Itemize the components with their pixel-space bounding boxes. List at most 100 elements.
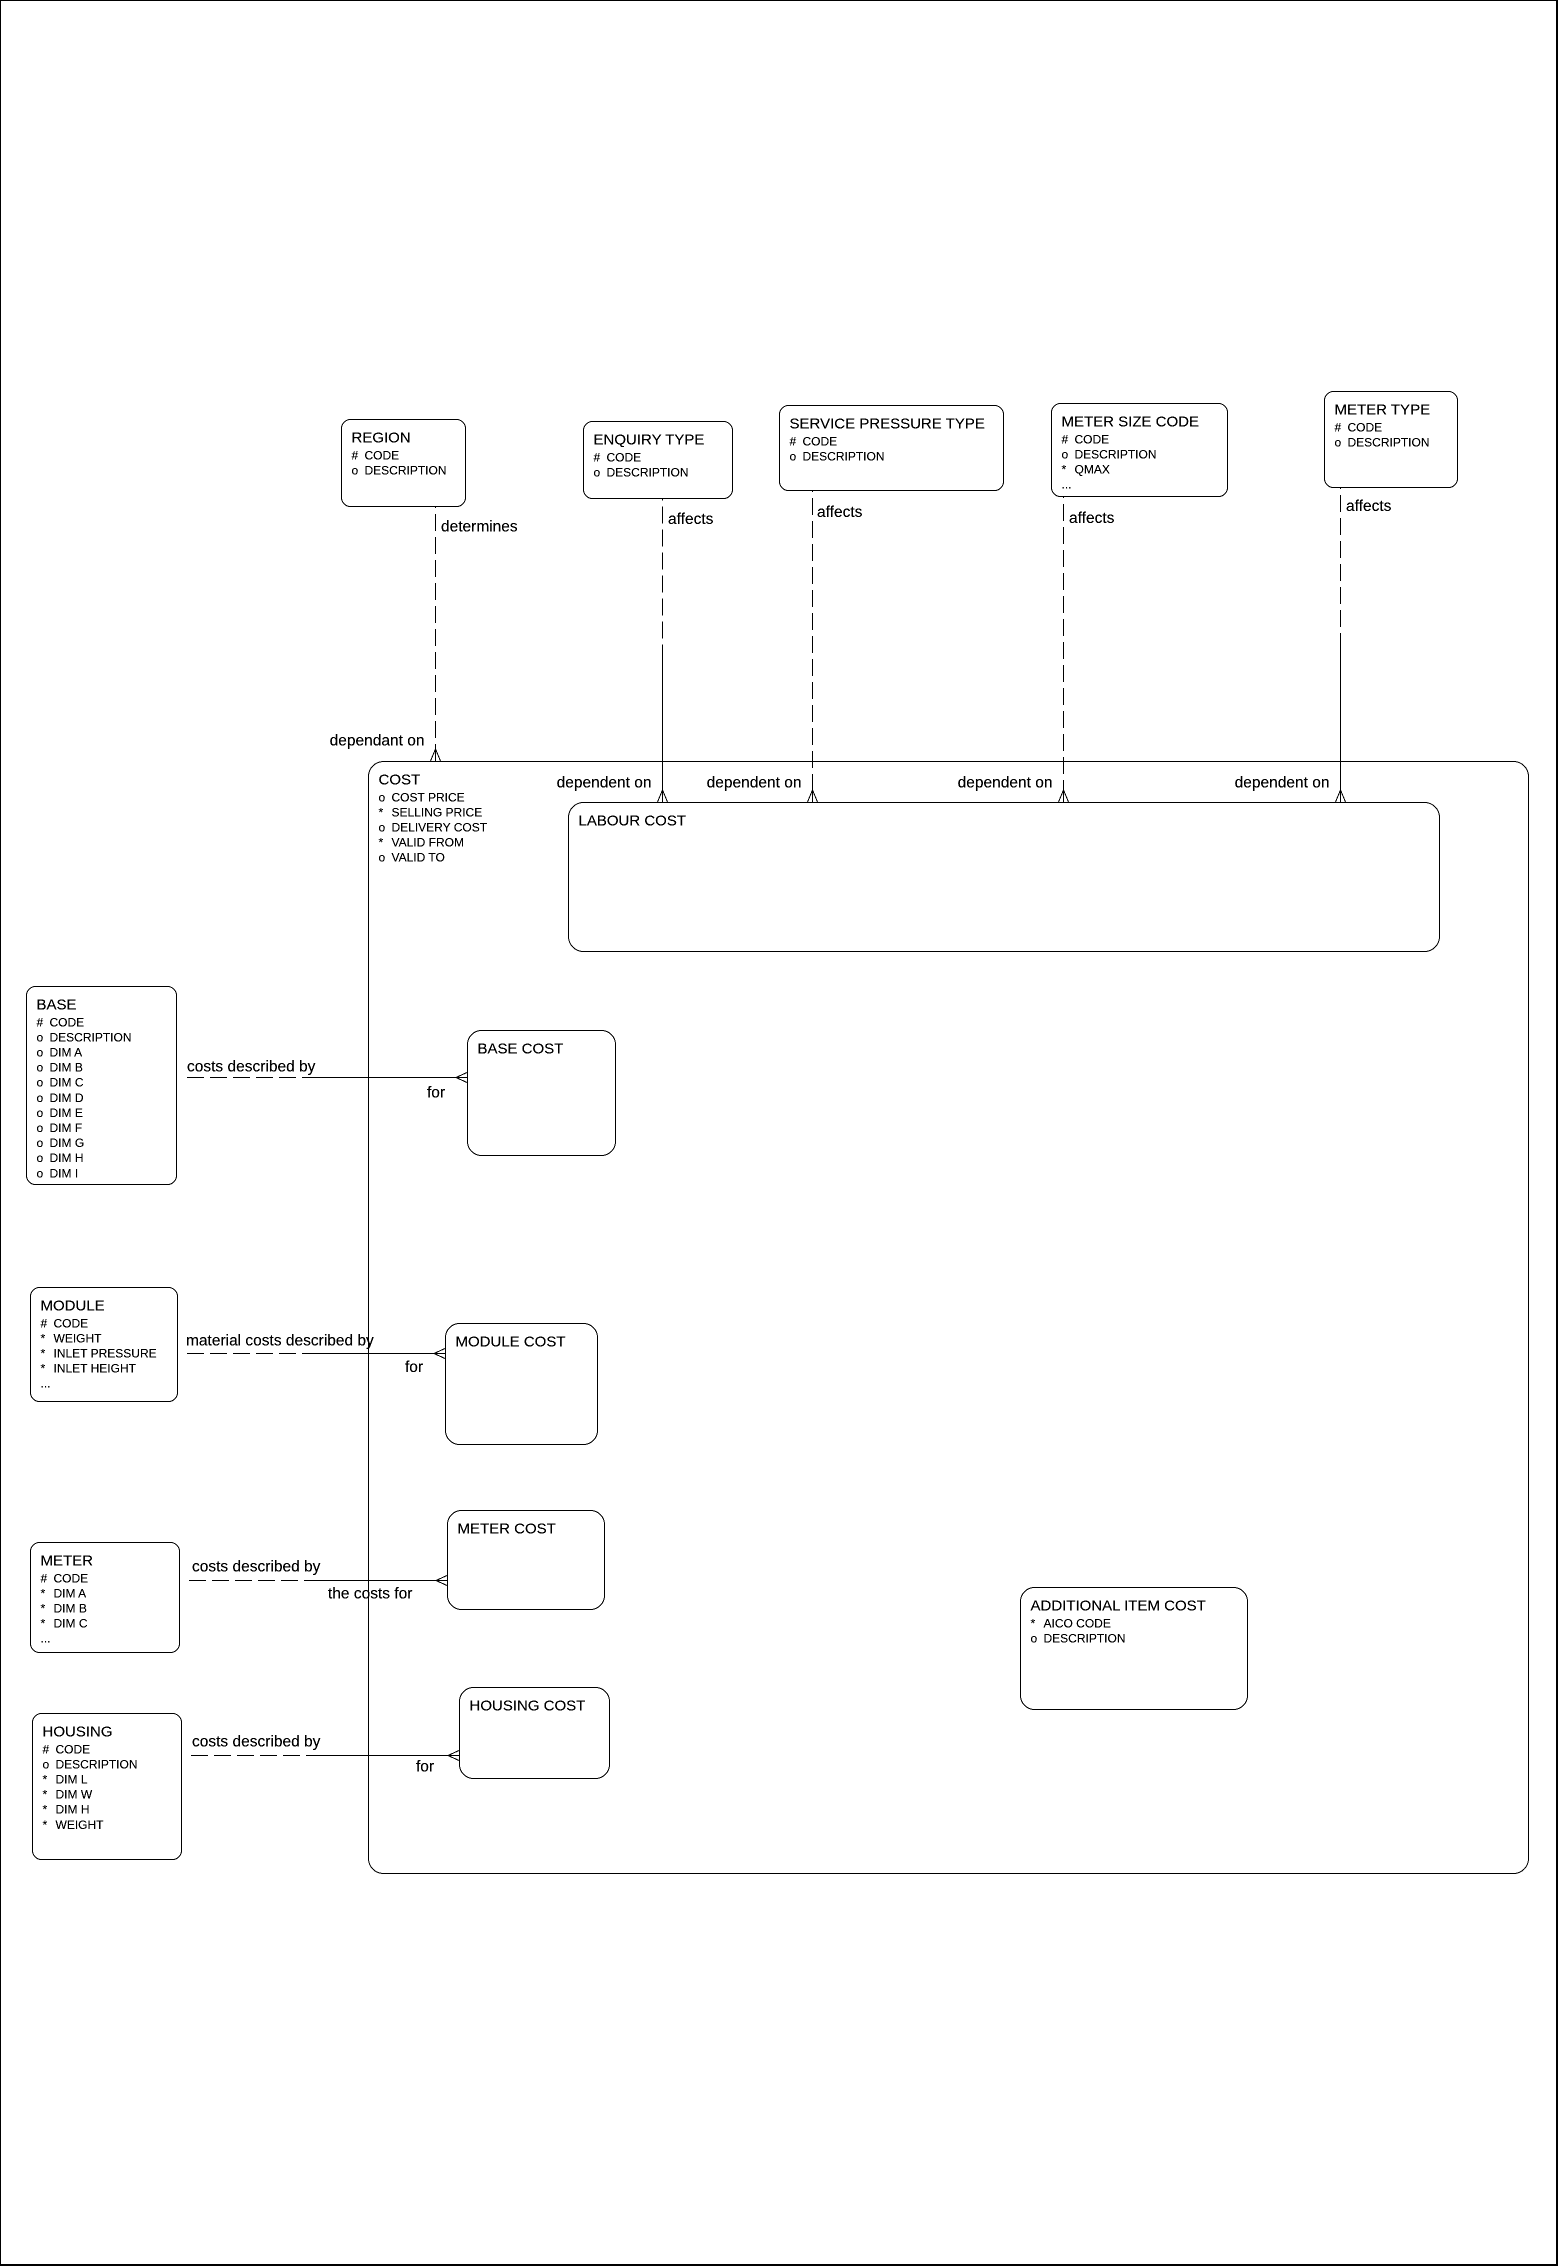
svg-text:o: o <box>1335 435 1342 449</box>
svg-text:dependant on: dependant on <box>330 733 425 750</box>
svg-text:DIM A: DIM A <box>50 1046 83 1060</box>
svg-text:affects: affects <box>1069 510 1115 527</box>
svg-text:the costs for: the costs for <box>328 1586 412 1603</box>
svg-text:REGION: REGION <box>352 430 411 447</box>
svg-text:DIM E: DIM E <box>50 1106 83 1120</box>
svg-text:*: * <box>43 1803 48 1817</box>
svg-text:*: * <box>41 1362 46 1376</box>
svg-text:METER COST: METER COST <box>458 1521 556 1538</box>
svg-text:QMAX: QMAX <box>1075 463 1110 477</box>
svg-text:*: * <box>41 1617 46 1631</box>
svg-text:o: o <box>37 1166 44 1180</box>
svg-text:DESCRIPTION: DESCRIPTION <box>50 1030 132 1044</box>
svg-text:CODE: CODE <box>54 1316 89 1330</box>
svg-text:o: o <box>1031 1631 1038 1645</box>
svg-text:LABOUR COST: LABOUR COST <box>579 813 687 830</box>
svg-text:COST: COST <box>379 772 421 789</box>
svg-text:dependent on: dependent on <box>557 775 652 792</box>
svg-text:o: o <box>37 1076 44 1090</box>
svg-text:affects: affects <box>817 504 863 521</box>
svg-text:HOUSING: HOUSING <box>43 1724 113 1741</box>
svg-text:o: o <box>37 1121 44 1135</box>
svg-text:WEIGHT: WEIGHT <box>54 1331 103 1345</box>
svg-text:DESCRIPTION: DESCRIPTION <box>1075 447 1157 461</box>
svg-text:o: o <box>594 465 601 479</box>
svg-text:CODE: CODE <box>803 434 838 448</box>
svg-text:o: o <box>352 463 359 477</box>
svg-text:#: # <box>1062 432 1069 446</box>
svg-text:DESCRIPTION: DESCRIPTION <box>1044 1631 1126 1645</box>
svg-text:costs described by: costs described by <box>187 1059 316 1076</box>
svg-text:DIM I: DIM I <box>50 1166 79 1180</box>
svg-text:DIM D: DIM D <box>50 1091 84 1105</box>
svg-text:CODE: CODE <box>56 1742 91 1756</box>
svg-text:DESCRIPTION: DESCRIPTION <box>365 463 447 477</box>
svg-text:BASE: BASE <box>37 997 77 1014</box>
svg-text:costs described by: costs described by <box>192 1734 321 1751</box>
svg-text:o: o <box>43 1757 50 1771</box>
svg-text:o: o <box>37 1046 44 1060</box>
svg-text:METER SIZE CODE: METER SIZE CODE <box>1062 414 1200 431</box>
svg-text:o: o <box>790 449 797 463</box>
svg-text:DIM B: DIM B <box>54 1602 87 1616</box>
svg-text:ADDITIONAL ITEM COST: ADDITIONAL ITEM COST <box>1031 1598 1206 1615</box>
svg-text:CODE: CODE <box>50 1015 85 1029</box>
svg-text:determines: determines <box>441 519 518 536</box>
svg-text:SELLING PRICE: SELLING PRICE <box>392 805 483 819</box>
svg-text:DIM L: DIM L <box>56 1773 88 1787</box>
svg-text:AICO CODE: AICO CODE <box>1044 1616 1111 1630</box>
svg-text:o: o <box>37 1106 44 1120</box>
svg-text:*: * <box>41 1347 46 1361</box>
svg-text:MODULE COST: MODULE COST <box>456 1334 566 1351</box>
svg-text:DESCRIPTION: DESCRIPTION <box>803 449 885 463</box>
svg-text:DIM C: DIM C <box>50 1076 84 1090</box>
svg-text:*: * <box>1062 463 1067 477</box>
svg-text:o: o <box>379 851 386 865</box>
svg-text:CODE: CODE <box>54 1571 89 1585</box>
svg-text:dependent on: dependent on <box>1235 775 1330 792</box>
svg-text:*: * <box>41 1602 46 1616</box>
svg-text:DELIVERY COST: DELIVERY COST <box>392 821 488 835</box>
svg-text:CODE: CODE <box>1075 432 1110 446</box>
svg-text:#: # <box>43 1742 50 1756</box>
svg-text:DESCRIPTION: DESCRIPTION <box>56 1757 138 1771</box>
svg-text:...: ... <box>41 1377 51 1391</box>
svg-text:*: * <box>379 805 384 819</box>
svg-text:ENQUIRY TYPE: ENQUIRY TYPE <box>594 432 705 449</box>
svg-text:CODE: CODE <box>607 450 642 464</box>
svg-text:*: * <box>43 1788 48 1802</box>
svg-text:o: o <box>37 1151 44 1165</box>
svg-text:CODE: CODE <box>365 448 400 462</box>
svg-text:DIM W: DIM W <box>56 1788 93 1802</box>
svg-text:WEIGHT: WEIGHT <box>56 1818 105 1832</box>
svg-text:#: # <box>352 448 359 462</box>
svg-text:COST PRICE: COST PRICE <box>392 790 465 804</box>
svg-text:#: # <box>790 434 797 448</box>
svg-text:*: * <box>43 1773 48 1787</box>
svg-text:o: o <box>37 1061 44 1075</box>
svg-text:HOUSING COST: HOUSING COST <box>470 1698 586 1715</box>
svg-text:METER: METER <box>41 1553 94 1570</box>
svg-text:DIM A: DIM A <box>54 1586 87 1600</box>
svg-text:DIM C: DIM C <box>54 1617 88 1631</box>
svg-text:*: * <box>379 836 384 850</box>
svg-text:DIM G: DIM G <box>50 1136 85 1150</box>
svg-text:dependent on: dependent on <box>707 775 802 792</box>
svg-text:DIM H: DIM H <box>56 1803 90 1817</box>
svg-text:#: # <box>1335 420 1342 434</box>
svg-text:o: o <box>37 1091 44 1105</box>
svg-text:DIM B: DIM B <box>50 1061 83 1075</box>
svg-text:DESCRIPTION: DESCRIPTION <box>1348 435 1430 449</box>
svg-text:VALID TO: VALID TO <box>392 851 445 865</box>
svg-text:DIM F: DIM F <box>50 1121 83 1135</box>
svg-text:...: ... <box>41 1632 51 1646</box>
svg-text:VALID FROM: VALID FROM <box>392 836 464 850</box>
svg-text:material costs described by: material costs described by <box>186 1333 374 1350</box>
svg-text:o: o <box>379 821 386 835</box>
svg-text:for: for <box>416 1759 434 1776</box>
svg-text:CODE: CODE <box>1348 420 1383 434</box>
svg-text:*: * <box>41 1331 46 1345</box>
svg-text:costs described by: costs described by <box>192 1559 321 1576</box>
svg-text:affects: affects <box>668 511 714 528</box>
svg-text:o: o <box>379 790 386 804</box>
